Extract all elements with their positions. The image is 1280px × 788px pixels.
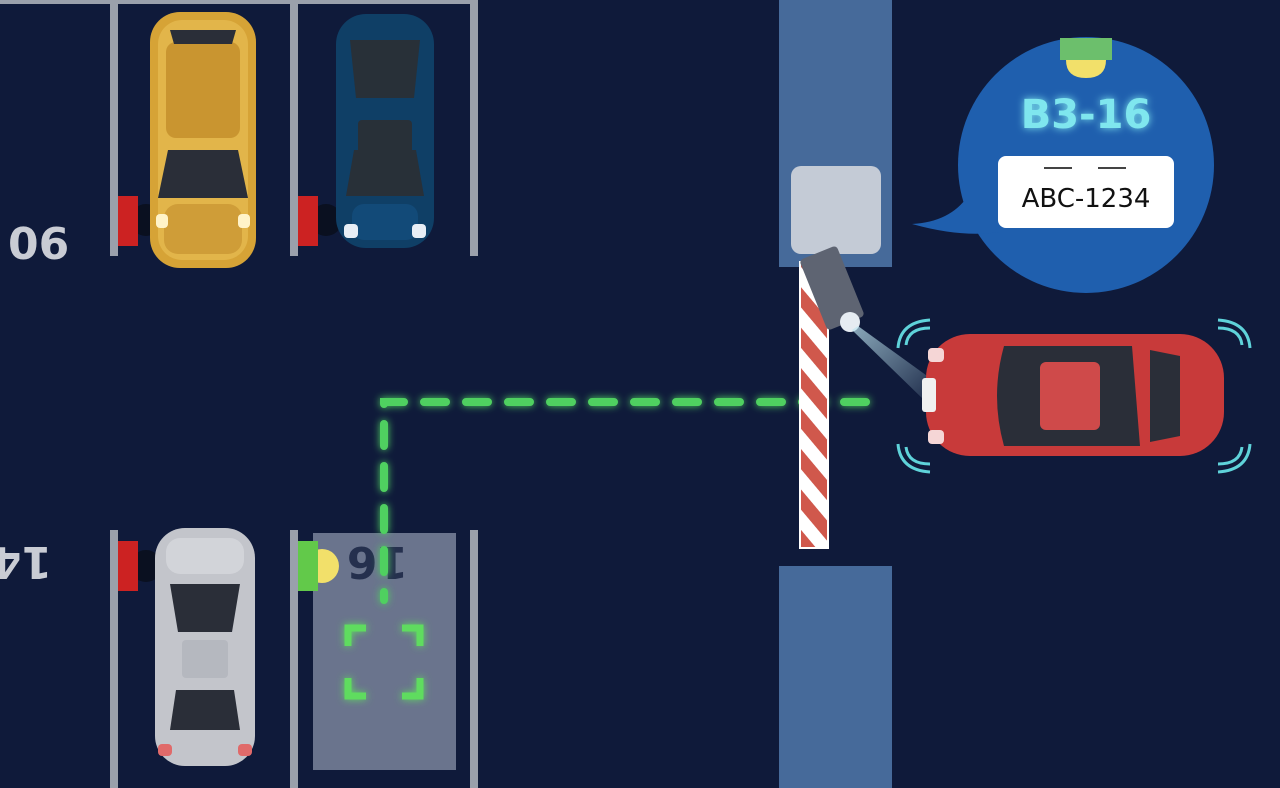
slot-code: B3-16 [1021, 92, 1152, 138]
plate-recognition-bubble: B3-16 ABC-1234 [912, 37, 1214, 293]
plate-number: ABC-1234 [1022, 184, 1151, 214]
pillar-bottom [779, 566, 892, 788]
bottom-stall-lines [110, 530, 478, 788]
camera-icon [800, 246, 864, 332]
occupied-light-icon [298, 196, 342, 246]
gate-control-box [791, 166, 881, 254]
scan-frame-icon [344, 624, 424, 700]
slot-number-14: 14 [0, 536, 52, 587]
free-light-icon [298, 541, 339, 591]
silver-car [155, 528, 255, 766]
camera-beam [852, 326, 930, 400]
blue-car [336, 14, 434, 248]
sensor-brackets [896, 318, 1252, 474]
red-car [922, 334, 1224, 456]
slot-number-06: 06 [8, 219, 69, 270]
guide-path [380, 398, 870, 604]
license-plate [998, 156, 1174, 228]
yellow-car [150, 12, 256, 268]
slot-number-16: 16 [347, 536, 408, 587]
occupied-light-icon [118, 541, 162, 591]
top-stall-lines [0, 0, 478, 256]
